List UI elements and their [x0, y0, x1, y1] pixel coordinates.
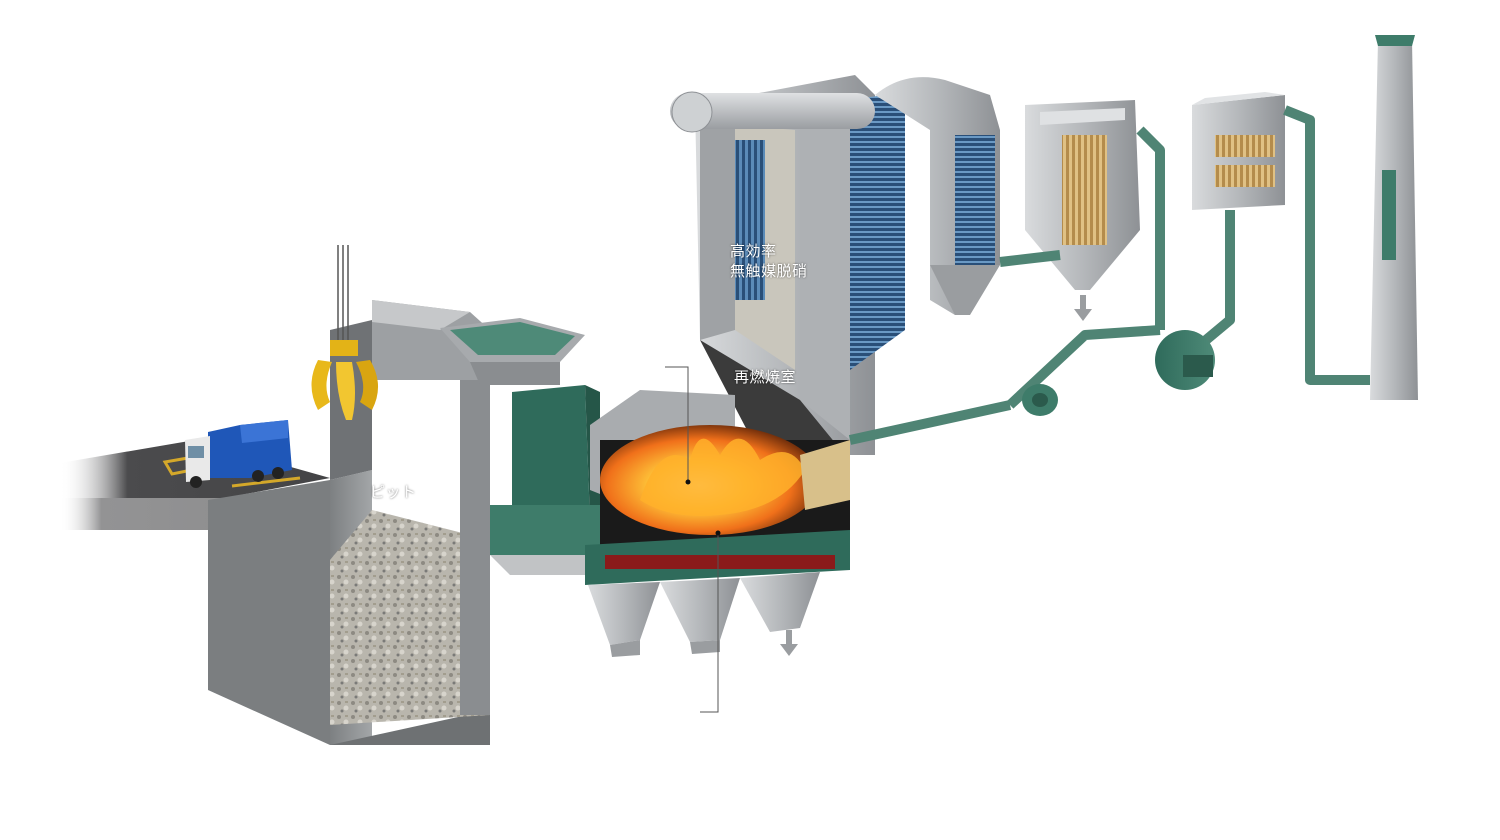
waste-feeder — [490, 385, 600, 575]
reactor-box — [1192, 92, 1285, 210]
bag-filter — [1025, 100, 1140, 290]
economizer — [875, 77, 1000, 315]
leader-dot — [715, 530, 721, 536]
down-arrow-icon — [1074, 295, 1092, 321]
induced-draft-fan — [1022, 384, 1058, 416]
leader-dot — [685, 479, 691, 485]
boiler — [670, 75, 905, 455]
down-arrow-icon — [780, 630, 798, 656]
refuse-pit — [208, 300, 490, 745]
flue-ducts — [848, 105, 1370, 445]
crane-grab-icon — [311, 245, 379, 420]
garbage-truck-icon — [185, 420, 292, 488]
stack — [1370, 35, 1418, 400]
denox-label-line1: 高効率 — [730, 242, 777, 260]
denox-label-line2: 無触媒脱硝 — [730, 262, 808, 280]
blower-fan — [1155, 330, 1215, 390]
ash-hoppers — [588, 572, 820, 657]
leader-line — [665, 366, 719, 713]
reburn-chamber-label: 再燃焼室 — [734, 368, 797, 386]
furnace — [585, 390, 850, 585]
feed-hopper — [440, 318, 585, 385]
pit-label: ピット — [370, 483, 417, 501]
